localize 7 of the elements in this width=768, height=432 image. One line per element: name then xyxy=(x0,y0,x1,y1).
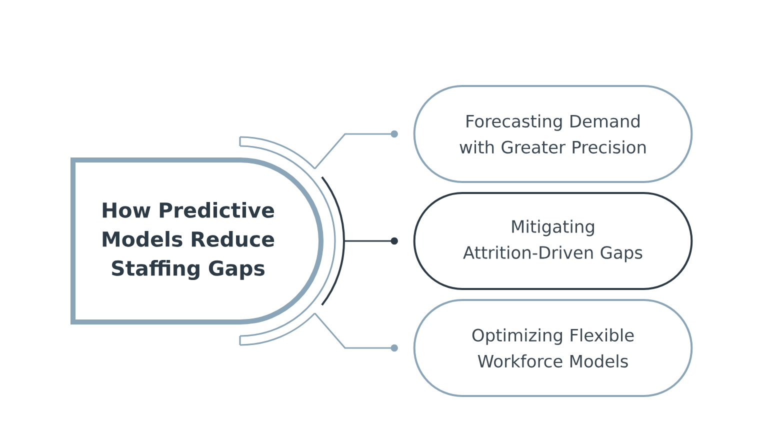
heading-panel: How Predictive Models Reduce Staffing Gaps xyxy=(70,158,324,324)
connector xyxy=(314,130,398,170)
pill-box: Optimizing Flexible Workforce Models xyxy=(413,299,693,397)
pill-box: Mitigating Attrition-Driven Gaps xyxy=(413,192,693,290)
connector xyxy=(344,237,398,245)
connector xyxy=(314,312,398,352)
pill-box: Forecasting Demand with Greater Precision xyxy=(413,85,693,183)
